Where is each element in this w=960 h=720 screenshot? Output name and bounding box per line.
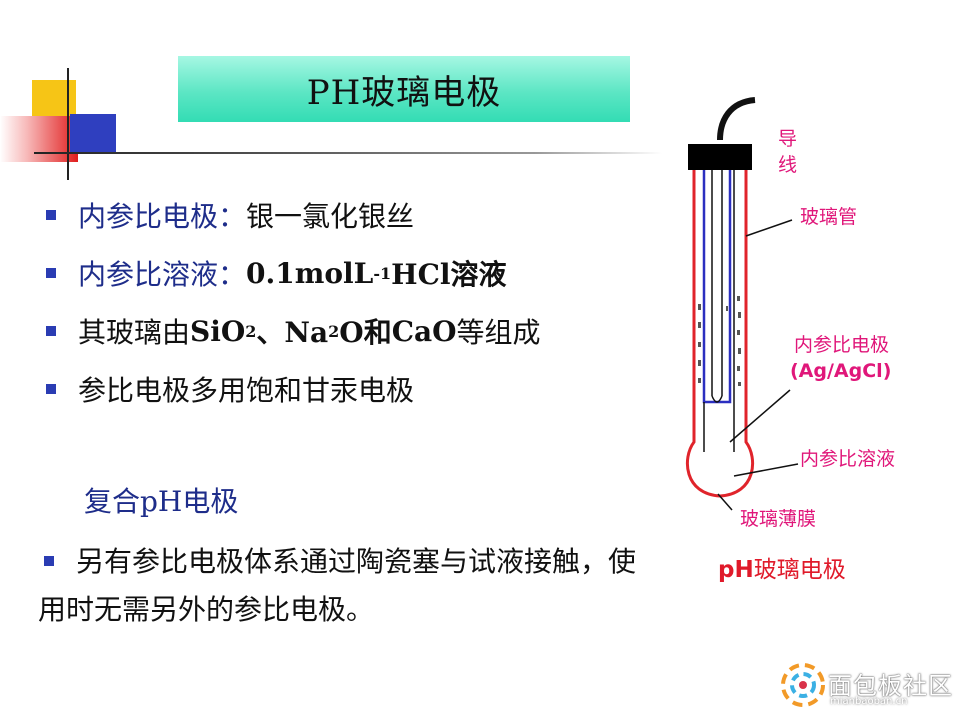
caption-rest: 玻璃电极: [753, 557, 846, 583]
bullet-sub-b: 2: [245, 321, 257, 341]
bullet-label: 内参比溶液：: [78, 258, 247, 291]
watermark-sub: mianbaoban.cn: [830, 696, 908, 707]
pointer-inner-solution: [733, 463, 799, 477]
ph-electrode-diagram: 导 线 玻璃管 内参比电极 (Ag/AgCl) 内参比溶液 玻璃薄膜 pH玻璃电…: [660, 90, 960, 594]
caption-ph-glass-electrode: pH玻璃电极: [718, 550, 846, 584]
watermark-logo-icon: [781, 663, 825, 707]
bullet-square-icon: [46, 210, 56, 220]
electrode-svg: [686, 97, 799, 511]
bullet-value-sup: -1: [373, 263, 392, 283]
label-glass-tube: 玻璃管: [800, 206, 858, 228]
bullet-square-icon: [46, 384, 56, 394]
electrode-cap: [688, 144, 752, 170]
watermark: 面包板社区 mianbaoban.cn: [778, 660, 954, 714]
bullet-label: 内参比电极：: [78, 200, 247, 233]
decor-blue-square: [70, 114, 116, 154]
bullet-inner-ref-electrode: 内参比电极： 银一氯化银丝: [40, 186, 660, 244]
label-glass-membrane: 玻璃薄膜: [740, 508, 817, 530]
subheading-composite-ph: 复合pH电极: [84, 485, 239, 518]
bullet-text-e: CaO: [391, 314, 457, 348]
bullet-value-prefix: 0.1molL: [246, 256, 374, 290]
label-inner-ref-electrode: 内参比电极: [794, 334, 890, 356]
bullet-text-b: SiO: [190, 314, 246, 348]
decor-red-gradient: [0, 116, 78, 162]
bullet-reference-electrode: 参比电极多用饱和甘汞电极: [40, 360, 660, 418]
page-title: PH玻璃电极: [306, 72, 502, 113]
paragraph-text: 另有参比电极体系通过陶瓷塞与试液接触，使用时无需另外的参比电极。: [38, 545, 637, 626]
bullet-text: 参比电极多用饱和甘汞电极: [78, 374, 415, 407]
bullet-square-icon: [44, 556, 54, 566]
pointer-inner-electrode: [729, 389, 791, 443]
pointer-glass-membrane: [717, 493, 733, 511]
bullet-sub-c: 2: [328, 321, 340, 341]
lead-wire: [717, 97, 756, 141]
bullet-text-c: 、Na: [256, 316, 329, 349]
label-wire-2: 线: [778, 154, 798, 176]
bullet-square-icon: [46, 326, 56, 336]
inner-wire-bottom: [711, 395, 723, 403]
bullet-text-d: O和: [339, 316, 392, 349]
outer-glass-tube: [686, 170, 754, 498]
caption-ph: pH: [718, 557, 754, 583]
bullet-text-a: 其玻璃由: [78, 316, 191, 349]
bullet-square-icon: [46, 268, 56, 278]
pointer-glass-tube: [745, 219, 793, 237]
title-banner: PH玻璃电极: [178, 56, 630, 122]
paragraph-composite: 另有参比电极体系通过陶瓷塞与试液接触，使用时无需另外的参比电极。: [38, 538, 658, 634]
decor-horizontal-line: [34, 152, 662, 154]
bullet-value: 银一氯化银丝: [246, 200, 415, 233]
bullet-text-f: 等组成: [456, 316, 541, 349]
label-wire-1: 导: [778, 128, 798, 150]
agcl-speckles: [698, 296, 741, 386]
decor-vertical-line: [67, 68, 69, 180]
bullet-value-suffix: HCl溶液: [391, 258, 507, 291]
watermark-text: 面包板社区: [828, 672, 953, 700]
label-inner-ref-solution: 内参比溶液: [800, 448, 896, 470]
label-ag-agcl: (Ag/AgCl): [790, 360, 892, 382]
inner-reference-tube: [702, 170, 732, 404]
